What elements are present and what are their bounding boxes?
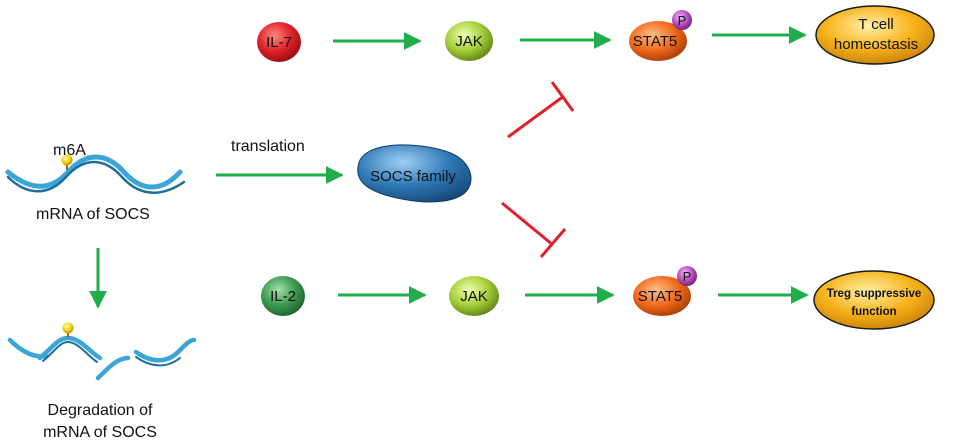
phospho-bottom-badge: P <box>677 266 697 286</box>
stat5-bottom-node: STAT5 P <box>633 266 697 316</box>
stat5-top-node: STAT5 P <box>629 10 692 61</box>
degradation-label-line2: mRNA of SOCS <box>43 424 157 441</box>
treg-label-line1: Treg suppressive <box>827 288 922 300</box>
degradation-label-line1: Degradation of <box>48 402 154 419</box>
jak-bottom-node: JAK <box>449 276 499 316</box>
il2-label: IL-2 <box>270 288 296 305</box>
translation-label: translation <box>231 138 305 155</box>
il7-node: IL-7 <box>257 22 301 62</box>
m6a-mark-degraded-icon <box>62 322 74 337</box>
mrna-strand <box>5 154 186 194</box>
m6a-mark-icon <box>61 154 73 170</box>
degraded-mrna <box>7 335 197 381</box>
activation-arrows <box>89 26 809 309</box>
tcell-label-line2: homeostasis <box>834 36 918 53</box>
treg-function-node: Treg suppressive function <box>813 270 935 330</box>
jak-top-label: JAK <box>455 33 483 50</box>
phospho-top-label: P <box>678 13 687 28</box>
stat5-bottom-label: STAT5 <box>638 288 682 305</box>
il2-node: IL-2 <box>261 276 305 316</box>
il7-label: IL-7 <box>266 34 292 51</box>
tcell-homeostasis-node: T cell homeostasis <box>815 5 935 65</box>
socs-label: SOCS family <box>370 168 456 185</box>
socs-family-node: SOCS family <box>357 144 472 203</box>
inhibition-bottom <box>501 201 567 258</box>
m6a-label: m6A <box>53 142 86 159</box>
phospho-top-badge: P <box>672 10 692 30</box>
mrna-label: mRNA of SOCS <box>36 206 150 223</box>
treg-label-line2: function <box>851 306 896 318</box>
phospho-bottom-label: P <box>683 269 692 284</box>
tcell-label-line1: T cell <box>858 16 894 33</box>
jak-top-node: JAK <box>445 21 493 61</box>
inhibition-top <box>507 81 575 139</box>
jak-bottom-label: JAK <box>460 288 488 305</box>
stat5-top-label: STAT5 <box>633 33 677 50</box>
